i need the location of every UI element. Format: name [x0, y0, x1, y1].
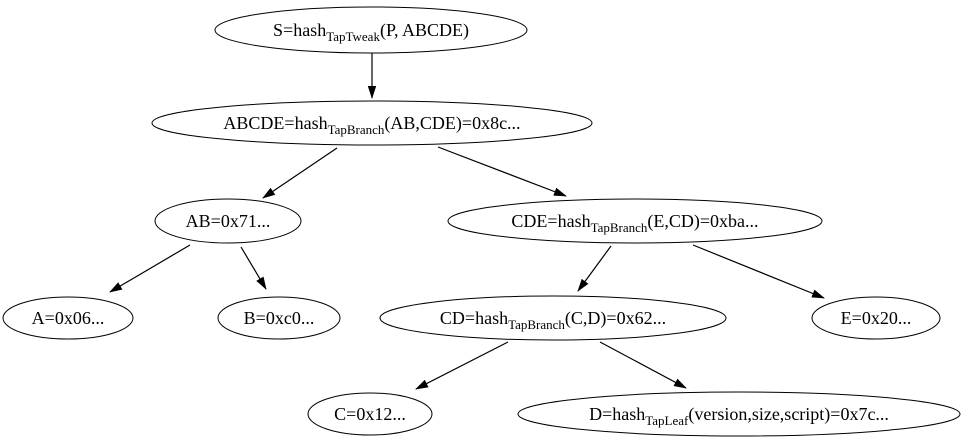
node-d-label: D=hashTapLeaf(version,size,script)=0x7c.…: [589, 404, 889, 428]
node-s: S=hashTapTweak(P, ABCDE): [214, 6, 528, 54]
edge-cd-d: [599, 341, 687, 389]
edge-abcde-cde: [437, 146, 567, 197]
node-e-ellipse: [811, 296, 941, 340]
node-d-ellipse: [517, 391, 961, 437]
node-b-label: B=0xc0...: [244, 308, 315, 328]
edges: [109, 53, 825, 390]
node-cde: CDE=hashTapBranch(E,CD)=0xba...: [447, 198, 823, 244]
edge-cde-e: [692, 244, 825, 299]
node-c-label: C=0x12...: [334, 404, 406, 424]
node-s-label: S=hashTapTweak(P, ABCDE): [273, 20, 469, 44]
node-d: D=hashTapLeaf(version,size,script)=0x7c.…: [517, 391, 961, 437]
node-abcde-ellipse: [151, 100, 593, 146]
edge-ab-b: [240, 246, 267, 290]
edge-ab-a: [109, 244, 191, 293]
node-b: B=0xc0...: [217, 296, 341, 340]
node-s-ellipse: [214, 6, 528, 54]
node-e: E=0x20...: [811, 296, 941, 340]
edge-cd-c: [415, 341, 509, 390]
node-cde-ellipse: [447, 198, 823, 244]
node-ab-ellipse: [154, 198, 302, 244]
node-ab: AB=0x71...: [154, 198, 302, 244]
node-abcde: ABCDE=hashTapBranch(AB,CDE)=0x8c...: [151, 100, 593, 146]
edge-abcde-ab: [262, 147, 338, 199]
node-a-label: A=0x06...: [32, 308, 105, 328]
node-cde-label: CDE=hashTapBranch(E,CD)=0xba...: [511, 211, 758, 235]
node-c: C=0x12...: [307, 392, 433, 436]
node-cd-label: CD=hashTapBranch(C,D)=0x62...: [440, 308, 666, 332]
node-b-ellipse: [217, 296, 341, 340]
node-cd-ellipse: [379, 295, 727, 341]
node-a-ellipse: [2, 296, 134, 340]
edge-cde-cd: [577, 245, 612, 292]
node-abcde-label: ABCDE=hashTapBranch(AB,CDE)=0x8c...: [223, 113, 520, 137]
node-ab-label: AB=0x71...: [186, 211, 271, 231]
node-cd: CD=hashTapBranch(C,D)=0x62...: [379, 295, 727, 341]
node-e-label: E=0x20...: [841, 308, 912, 328]
node-c-ellipse: [307, 392, 433, 436]
node-a: A=0x06...: [2, 296, 134, 340]
